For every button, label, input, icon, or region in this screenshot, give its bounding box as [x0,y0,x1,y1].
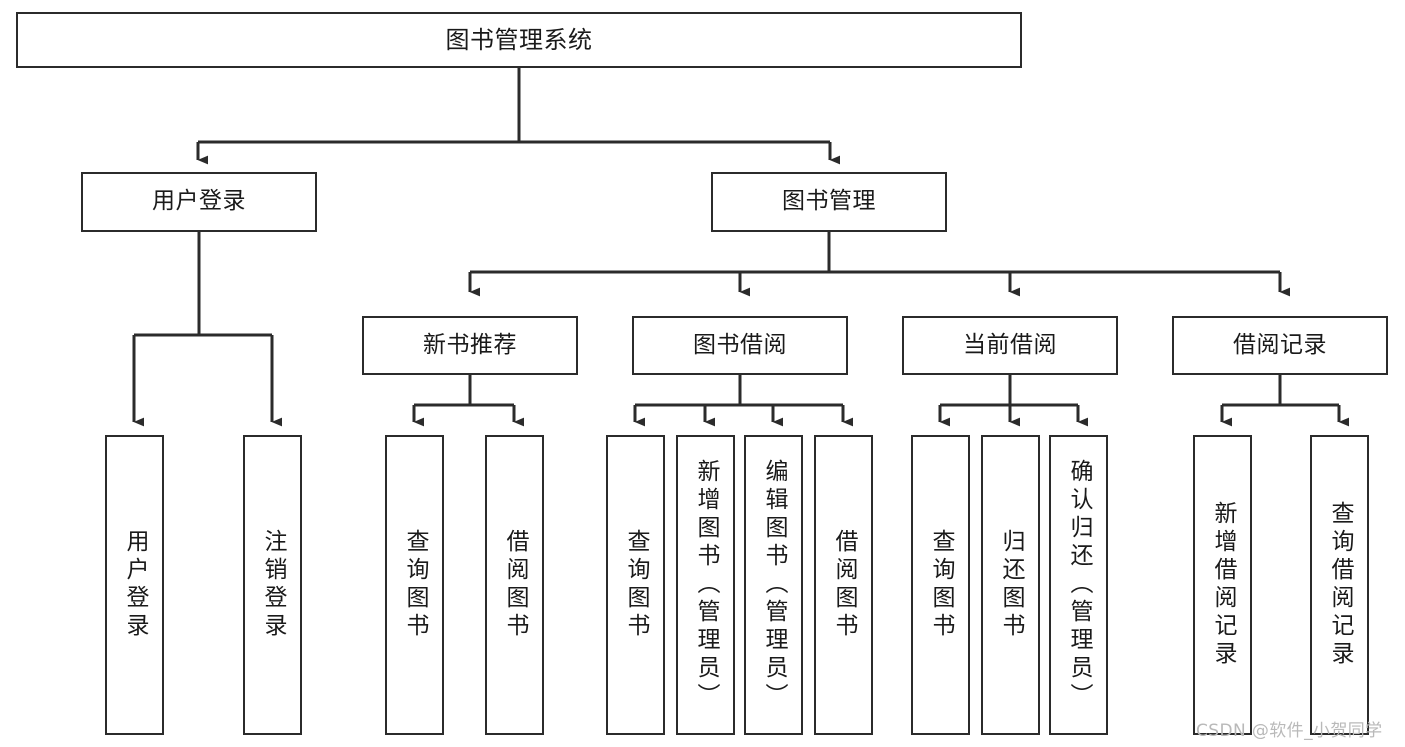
node-leaf-confirm-return-admin[interactable]: 确认归还（管理员） [1049,435,1108,735]
node-label: 查询图书 [928,529,954,641]
node-leaf-query-book-borrow[interactable]: 查询图书 [606,435,665,735]
node-label: 借阅图书 [831,529,857,641]
node-label: 当前借阅 [963,331,1057,358]
node-leaf-query-borrow-record[interactable]: 查询借阅记录 [1310,435,1369,735]
node-label: 图书管理系统 [445,25,593,54]
node-current-borrow[interactable]: 当前借阅 [902,316,1118,375]
node-label: 借阅记录 [1233,331,1327,358]
node-label: 编辑图书（管理员） [761,459,787,711]
node-leaf-add-borrow-record[interactable]: 新增借阅记录 [1193,435,1252,735]
node-leaf-return-book[interactable]: 归还图书 [981,435,1040,735]
node-new-book-recommend[interactable]: 新书推荐 [362,316,578,375]
node-label: 新增图书（管理员） [693,459,719,711]
csdn-watermark: CSDN @软件_小贺同学 [1196,721,1383,741]
node-label: 确认归还（管理员） [1066,459,1092,711]
node-label: 新书推荐 [423,331,517,358]
node-label: 借阅图书 [502,529,528,641]
node-book-management[interactable]: 图书管理 [711,172,947,232]
node-label: 查询图书 [402,529,428,641]
node-label: 归还图书 [998,529,1024,641]
node-label: 图书管理 [782,188,876,215]
node-leaf-add-book-admin[interactable]: 新增图书（管理员） [676,435,735,735]
node-leaf-query-book-recommend[interactable]: 查询图书 [385,435,444,735]
node-leaf-user-login[interactable]: 用户登录 [105,435,164,735]
node-root-book-management-system[interactable]: 图书管理系统 [16,12,1022,68]
node-label: 用户登录 [122,529,148,641]
node-label: 新增借阅记录 [1210,501,1236,669]
node-label: 图书借阅 [693,331,787,358]
node-leaf-borrow-book-recommend[interactable]: 借阅图书 [485,435,544,735]
node-book-borrow[interactable]: 图书借阅 [632,316,848,375]
node-leaf-borrow-book[interactable]: 借阅图书 [814,435,873,735]
node-borrow-record[interactable]: 借阅记录 [1172,316,1388,375]
node-label: 注销登录 [260,529,286,641]
node-leaf-logout[interactable]: 注销登录 [243,435,302,735]
node-leaf-edit-book-admin[interactable]: 编辑图书（管理员） [744,435,803,735]
node-label: 查询图书 [623,529,649,641]
node-leaf-query-book-current[interactable]: 查询图书 [911,435,970,735]
node-label: 用户登录 [152,188,246,215]
node-user-login[interactable]: 用户登录 [81,172,317,232]
node-label: 查询借阅记录 [1327,501,1353,669]
